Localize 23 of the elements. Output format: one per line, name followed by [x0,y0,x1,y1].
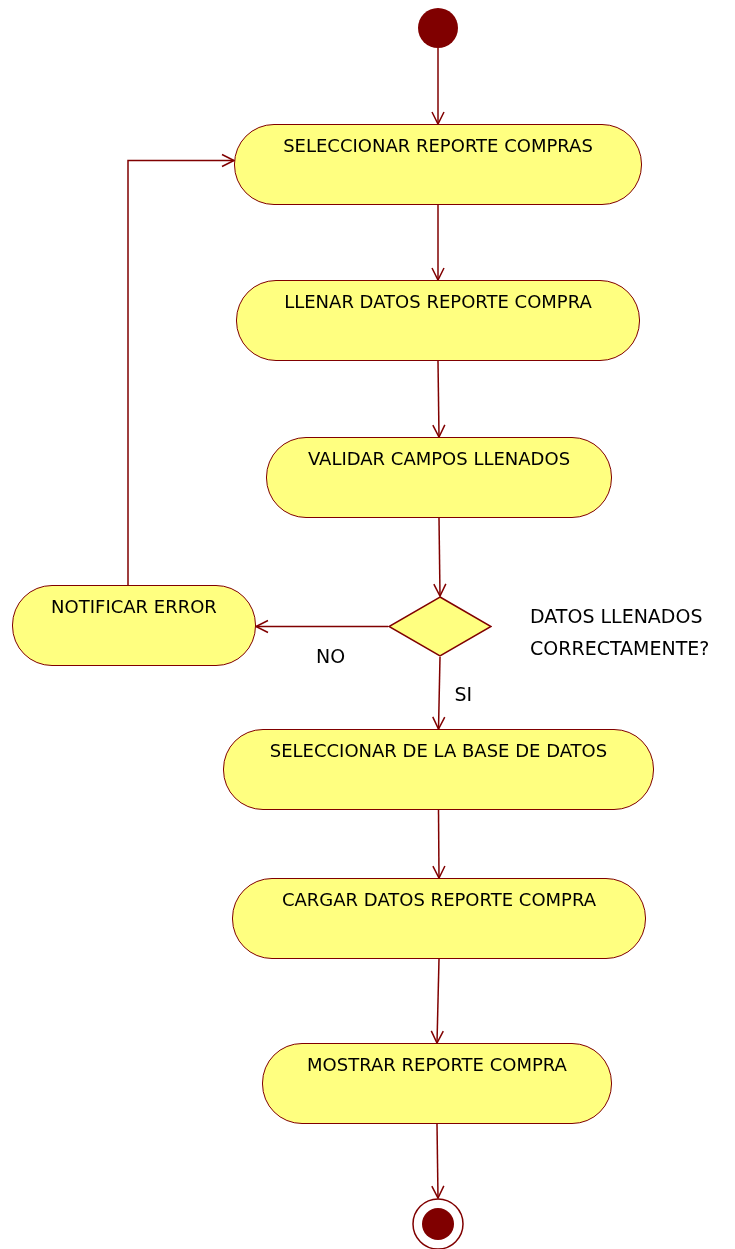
arrow [431,204,445,281]
arrow [127,153,235,586]
decision-diamond [388,596,492,657]
action-label: SELECCIONAR REPORTE COMPRAS [283,135,593,158]
arrow [432,360,446,438]
end-node [412,1198,464,1249]
action-label: SELECCIONAR DE LA BASE DE DATOS [269,740,608,763]
action-label: LLENAR DATOS REPORTE COMPRA [284,291,592,314]
action-label: MOSTRAR REPORTE COMPRA [307,1054,567,1077]
arrow [431,1123,445,1199]
edge-label: NO [316,646,346,666]
arrow [431,47,445,125]
edge-label: SI [454,685,473,704]
arrow [255,619,389,634]
start-node [418,8,458,48]
action-label: NOTIFICAR ERROR [51,596,217,619]
arrow [432,809,446,879]
arrow [433,517,447,597]
action-label: CARGAR DATOS REPORTE COMPRA [281,889,597,912]
arrow [432,656,446,730]
action-label: VALIDAR CAMPOS LLENADOS [307,448,571,471]
arrow [430,958,445,1044]
decision-label: DATOS LLENADOS CORRECTAMENTE? [530,604,711,661]
